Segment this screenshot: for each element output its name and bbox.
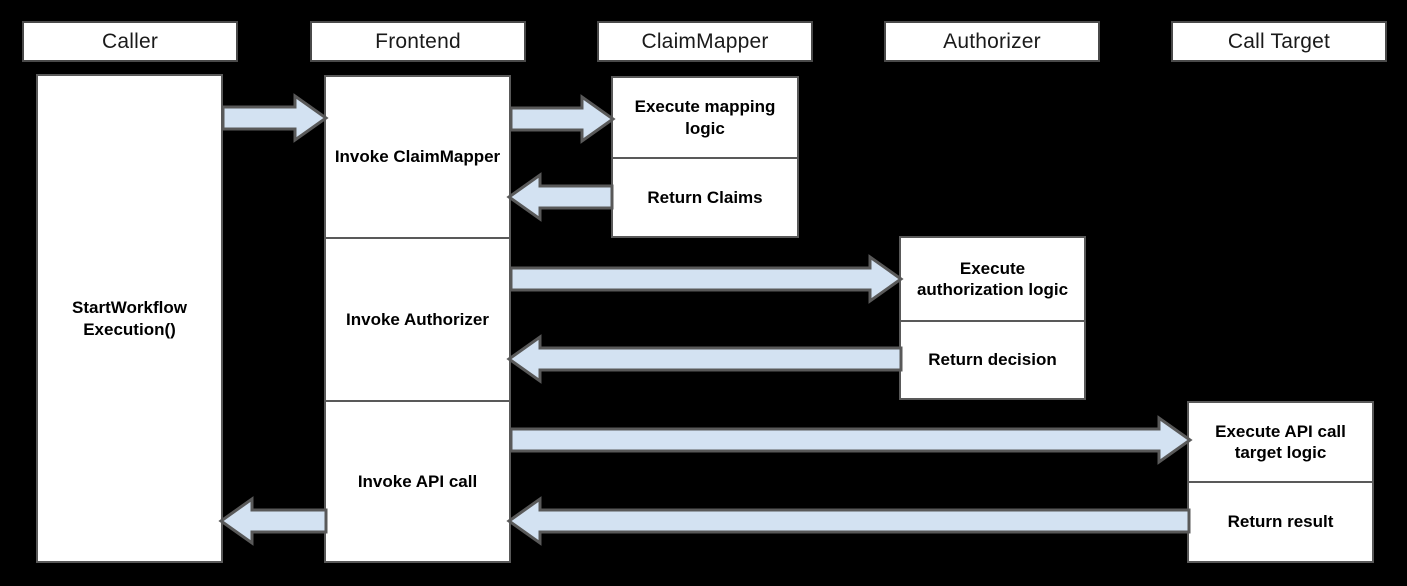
- message-arrow-authorizer-to-frontend: [506, 334, 903, 384]
- lifeline-header-caller-label: Caller: [101, 29, 159, 53]
- activation-segment-authorizer-return-decision-label: Return decision: [928, 350, 1057, 370]
- activation-segment-frontend-invoke-authorizer: Invoke Authorizer: [326, 237, 509, 400]
- activation-box-calltarget: Execute API call target logic Return res…: [1187, 401, 1374, 563]
- activation-box-claimmapper: Execute mapping logic Return Claims: [611, 76, 799, 238]
- activation-segment-calltarget-return-result-label: Return result: [1227, 512, 1334, 532]
- message-arrow-claimmapper-to-frontend: [506, 172, 614, 222]
- lifeline-header-claimmapper: ClaimMapper: [597, 21, 813, 62]
- activation-segment-authorizer-execute-authorization-logic-label: Execute authorization logic: [916, 258, 1069, 299]
- message-arrow-calltarget-to-frontend: [506, 496, 1191, 546]
- message-arrow-frontend-to-claimmapper: [509, 94, 616, 144]
- lifeline-header-frontend: Frontend: [310, 21, 526, 62]
- activation-segment-caller-start-workflow-label: StartWorkflow Execution(): [72, 298, 187, 339]
- activation-segment-authorizer-execute-authorization-logic: Execute authorization logic: [901, 238, 1084, 320]
- message-arrow-caller-to-frontend: [221, 93, 329, 143]
- activation-segment-calltarget-execute-api-call-target-logic-label: Execute API call target logic: [1215, 421, 1346, 462]
- activation-segment-claimmapper-execute-mapping-logic: Execute mapping logic: [613, 78, 797, 157]
- activation-segment-frontend-invoke-api-call: Invoke API call: [326, 400, 509, 561]
- activation-segment-claimmapper-execute-mapping-logic-label: Execute mapping logic: [634, 97, 776, 138]
- lifeline-header-authorizer: Authorizer: [884, 21, 1100, 62]
- activation-segment-frontend-invoke-claimmapper-label: Invoke ClaimMapper: [334, 147, 501, 167]
- lifeline-header-calltarget-label: Call Target: [1227, 29, 1331, 53]
- activation-segment-calltarget-execute-api-call-target-logic: Execute API call target logic: [1189, 403, 1372, 481]
- message-arrow-frontend-to-authorizer: [509, 254, 904, 304]
- lifeline-header-calltarget: Call Target: [1171, 21, 1387, 62]
- lifeline-header-claimmapper-label: ClaimMapper: [641, 29, 769, 53]
- lifeline-header-frontend-label: Frontend: [375, 29, 461, 53]
- lifeline-header-caller: Caller: [22, 21, 238, 62]
- activation-segment-claimmapper-return-claims-label: Return Claims: [647, 187, 763, 207]
- message-arrow-frontend-to-caller: [218, 496, 328, 546]
- activation-segment-authorizer-return-decision: Return decision: [901, 320, 1084, 398]
- activation-segment-frontend-invoke-api-call-label: Invoke API call: [357, 471, 478, 491]
- activation-segment-frontend-invoke-authorizer-label: Invoke Authorizer: [346, 309, 489, 329]
- activation-box-caller: StartWorkflow Execution(): [36, 74, 223, 563]
- activation-segment-frontend-invoke-claimmapper: Invoke ClaimMapper: [326, 77, 509, 237]
- activation-segment-calltarget-return-result: Return result: [1189, 481, 1372, 561]
- activation-segment-caller-start-workflow: StartWorkflow Execution(): [38, 76, 221, 561]
- message-arrow-frontend-to-calltarget: [509, 415, 1193, 465]
- activation-segment-claimmapper-return-claims: Return Claims: [613, 157, 797, 236]
- activation-box-frontend: Invoke ClaimMapper Invoke Authorizer Inv…: [324, 75, 511, 563]
- lifeline-header-authorizer-label: Authorizer: [943, 29, 1041, 53]
- activation-box-authorizer: Execute authorization logic Return decis…: [899, 236, 1086, 400]
